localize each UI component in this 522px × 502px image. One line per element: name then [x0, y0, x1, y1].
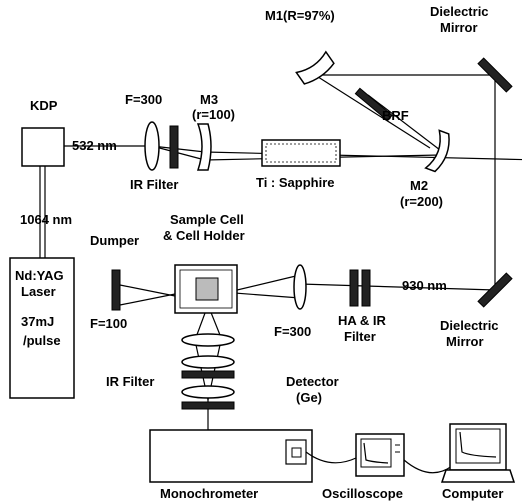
label-1064nm: 1064 nm	[20, 212, 72, 227]
label-dielectric-top-1: Dielectric	[430, 4, 489, 19]
label-laser-3: 37mJ	[21, 314, 54, 329]
kdp-crystal	[21, 127, 65, 167]
ha-filter-1	[349, 269, 359, 307]
label-532nm: 532 nm	[72, 138, 117, 153]
label-oscilloscope: Oscilloscope	[322, 486, 403, 501]
label-f100: F=100	[90, 316, 127, 331]
label-m2-r: (r=200)	[400, 194, 443, 209]
lens-f300-top	[144, 121, 160, 171]
label-f300-bottom: F=300	[274, 324, 311, 339]
brf-plate	[354, 87, 393, 122]
ti-sapphire-crystal	[261, 139, 341, 167]
mirror-m2	[424, 129, 450, 173]
sample-cell	[195, 277, 219, 301]
label-m3: M3	[200, 92, 218, 107]
collection-lens-2	[181, 355, 235, 369]
mirror-m3	[196, 123, 212, 171]
label-ir-filter-top: IR Filter	[130, 177, 178, 192]
label-kdp: KDP	[30, 98, 58, 113]
cable-detector-scope	[305, 451, 357, 464]
monochrometer-box	[149, 429, 313, 483]
lens-f300-bottom	[293, 264, 307, 310]
ha-filter-2	[361, 269, 371, 307]
beam-brf	[367, 94, 441, 151]
dielectric-mirror-top	[477, 57, 513, 93]
label-sample-cell-1: Sample Cell	[170, 212, 244, 227]
label-dielectric-top-2: Mirror	[440, 20, 478, 35]
labels: M1(R=97%) Dielectric Mirror KDP F=300 M3…	[15, 4, 503, 501]
label-f300-top: F=300	[125, 92, 162, 107]
collection-lens-1	[181, 333, 235, 347]
label-brf: BRF	[382, 108, 409, 123]
label-ha-ir-1: HA & IR	[338, 313, 387, 328]
sample-cell-inner	[179, 269, 233, 309]
label-laser-4: /pulse	[23, 333, 61, 348]
label-monochrometer: Monochrometer	[160, 486, 258, 501]
label-m1: M1(R=97%)	[265, 8, 335, 23]
label-sample-cell-2: & Cell Holder	[163, 228, 245, 243]
label-dielectric-bottom-2: Mirror	[446, 334, 484, 349]
label-ha-ir-2: Filter	[344, 329, 376, 344]
collection-lens-3	[181, 385, 235, 399]
label-detector-1: Detector	[286, 374, 339, 389]
label-m3-r: (r=100)	[192, 107, 235, 122]
label-m2: M2	[410, 178, 428, 193]
ir-filter-top	[169, 125, 179, 169]
label-dumper: Dumper	[90, 233, 139, 248]
label-detector-2: (Ge)	[296, 390, 322, 405]
beam-dumper	[111, 269, 121, 311]
beam-m2-m1	[314, 74, 431, 149]
cable-scope-computer	[403, 459, 453, 474]
ir-filter-bottom-1	[181, 370, 235, 379]
mirror-m1	[295, 50, 335, 85]
label-laser-1: Nd:YAG	[15, 268, 64, 283]
dielectric-mirror-bottom	[477, 272, 513, 308]
ndyag-laser-box	[9, 257, 75, 399]
beam-930nm	[299, 283, 496, 291]
ir-filter-bottom-2	[181, 401, 235, 410]
detector-element	[291, 447, 302, 458]
label-ir-filter-bottom: IR Filter	[106, 374, 154, 389]
oscilloscope	[355, 433, 405, 477]
label-computer: Computer	[442, 486, 503, 501]
label-930nm: 930 nm	[402, 278, 447, 293]
label-ti-sapphire: Ti : Sapphire	[256, 175, 335, 190]
computer	[440, 423, 516, 483]
label-laser-2: Laser	[21, 284, 56, 299]
label-dielectric-bottom-1: Dielectric	[440, 318, 499, 333]
